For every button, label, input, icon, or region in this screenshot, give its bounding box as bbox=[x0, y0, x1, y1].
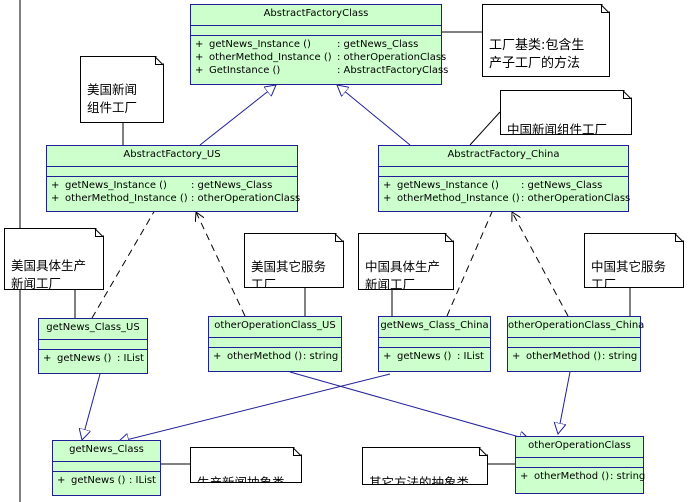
operation: +getNews (): IList bbox=[57, 475, 156, 486]
note-factory-base: 工厂基类:包含生 产子工厂的方法 bbox=[482, 4, 610, 77]
note-text: 工厂基类:包含生 产子工厂的方法 bbox=[489, 38, 585, 71]
class-attributes bbox=[508, 338, 640, 348]
operation: +otherMethod_Instance (): otherOperation… bbox=[51, 193, 301, 204]
class-getnews-base[interactable]: getNews_Class +getNews (): IList bbox=[52, 440, 161, 496]
note-text: 美国新闻 组件工厂 bbox=[87, 82, 138, 115]
class-attributes bbox=[47, 167, 297, 177]
inherit-getnews-china bbox=[118, 373, 391, 442]
class-operations: +getNews_Instance (): getNews_Class +oth… bbox=[47, 177, 301, 206]
class-getnews-us[interactable]: getNews_Class_US +getNews (): IList bbox=[38, 318, 148, 374]
class-attributes bbox=[191, 26, 441, 36]
class-title: getNews_Class_China bbox=[379, 317, 490, 338]
class-attributes bbox=[209, 338, 341, 348]
inherit-getnews-us bbox=[82, 373, 101, 440]
class-attributes bbox=[39, 340, 147, 350]
dep-other-us bbox=[196, 212, 246, 317]
class-operations: +getNews_Instance (): getNews_Class +oth… bbox=[379, 177, 631, 206]
operation: +GetInstance (): AbstractFactoryClass bbox=[195, 65, 449, 76]
inherit-other-us bbox=[289, 371, 530, 440]
class-operations: +otherMethod (): string bbox=[516, 468, 646, 484]
class-title: otherOperationClass bbox=[516, 437, 643, 458]
operation: +getNews (): IList bbox=[383, 351, 484, 362]
operation: +otherMethod (): string bbox=[512, 351, 638, 362]
class-other-china[interactable]: otherOperationClass_China +otherMethod (… bbox=[507, 316, 644, 372]
class-operations: +getNews (): IList bbox=[379, 348, 490, 364]
class-getnews-china[interactable]: getNews_Class_China +getNews (): IList bbox=[378, 316, 491, 372]
class-attributes bbox=[53, 462, 160, 472]
note-china-concrete: 中国具体生产 新闻工厂 bbox=[358, 233, 454, 290]
inherit-other-china bbox=[558, 371, 571, 434]
operation: +otherMethod (): string bbox=[213, 351, 339, 362]
note-china-other: 中国其它服务 工厂 bbox=[584, 233, 684, 288]
class-abstract-factory[interactable]: AbstractFactoryClass +getNews_Instance (… bbox=[190, 4, 449, 85]
class-title: AbstractFactoryClass bbox=[191, 5, 441, 26]
class-title: otherOperationClass_US bbox=[209, 317, 341, 338]
note-text: 中国具体生产 新闻工厂 bbox=[365, 259, 441, 292]
note-text: 中国新闻组件工厂 bbox=[507, 122, 608, 137]
class-attributes bbox=[379, 338, 490, 348]
class-operations: +otherMethod (): string bbox=[209, 348, 341, 364]
class-operations: +getNews (): IList bbox=[53, 472, 160, 488]
class-other-us[interactable]: otherOperationClass_US +otherMethod (): … bbox=[208, 316, 342, 372]
note-us-component: 美国新闻 组件工厂 bbox=[80, 56, 164, 123]
class-title: AbstractFactory_China bbox=[379, 146, 628, 167]
operation: +getNews_Instance (): getNews_Class bbox=[195, 39, 419, 50]
note-china-component: 中国新闻组件工厂 bbox=[500, 90, 632, 135]
inherit-us-to-base bbox=[199, 85, 276, 146]
operation: +getNews_Instance (): getNews_Class bbox=[51, 180, 273, 191]
class-title: getNews_Class_US bbox=[39, 319, 147, 340]
operation: +getNews_Instance (): getNews_Class bbox=[383, 180, 603, 191]
note-us-other: 美国其它服务 工厂 bbox=[244, 233, 344, 288]
inherit-china-to-base bbox=[337, 85, 411, 146]
dep-getnews-china bbox=[446, 198, 498, 317]
note-text: 中国其它服务 工厂 bbox=[591, 259, 667, 292]
class-operations: +getNews (): IList bbox=[39, 350, 147, 366]
note-us-concrete: 美国具体生产 新闻工厂 bbox=[4, 228, 104, 290]
note-other-abstract: 其它方法的抽象类 bbox=[362, 447, 488, 485]
class-attributes bbox=[379, 167, 628, 177]
note-link-china-component bbox=[469, 111, 501, 146]
note-text: 美国具体生产 新闻工厂 bbox=[11, 258, 87, 291]
operation: +getNews (): IList bbox=[43, 353, 144, 364]
class-title: getNews_Class bbox=[53, 441, 160, 462]
class-title: AbstractFactory_US bbox=[47, 146, 297, 167]
class-operations: +otherMethod (): string bbox=[508, 348, 640, 364]
class-operations: +getNews_Instance (): getNews_Class +oth… bbox=[191, 36, 449, 78]
dep-other-china bbox=[512, 212, 569, 317]
class-other-base[interactable]: otherOperationClass +otherMethod (): str… bbox=[515, 436, 646, 494]
class-factory-china[interactable]: AbstractFactory_China +getNews_Instance … bbox=[378, 145, 631, 212]
note-news-abstract: 生产新闻抽象类 bbox=[190, 447, 302, 483]
note-text: 美国其它服务 工厂 bbox=[251, 259, 327, 292]
operation: +otherMethod (): string bbox=[520, 471, 646, 482]
operation: +otherMethod_Instance (): otherOperation… bbox=[195, 52, 447, 63]
class-attributes bbox=[516, 458, 643, 468]
class-title: otherOperationClass_China bbox=[508, 317, 644, 338]
operation: +otherMethod_Instance (): otherOperation… bbox=[383, 193, 631, 204]
class-factory-us[interactable]: AbstractFactory_US +getNews_Instance ():… bbox=[46, 145, 301, 212]
